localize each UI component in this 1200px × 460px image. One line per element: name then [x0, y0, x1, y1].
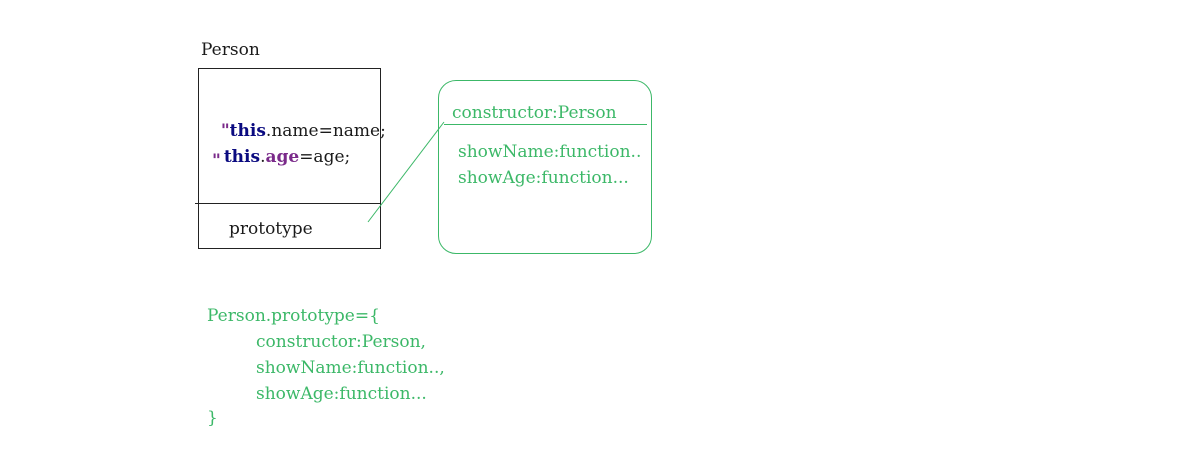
person-box-divider — [195, 203, 380, 204]
person-title: Person — [201, 40, 260, 60]
code-line-1: Person.prototype={ — [207, 306, 380, 326]
age-property: age — [265, 147, 300, 167]
prototype-box-divider — [444, 124, 647, 125]
show-age-entry: showAge:function... — [458, 168, 629, 188]
code-line-5: } — [207, 408, 218, 428]
code-line-4: showAge:function... — [256, 384, 427, 404]
code-line-2: constructor:Person, — [256, 332, 426, 352]
person-body-line-2: this.age=age; — [213, 127, 350, 167]
this-keyword: this — [223, 147, 261, 167]
code-line-3: showName:function.., — [256, 358, 445, 378]
constructor-entry: constructor:Person — [452, 103, 617, 123]
quote-open: " — [220, 121, 230, 141]
age-assignment: =age; — [299, 147, 351, 167]
this-keyword: this — [229, 121, 266, 141]
quote-close: " — [212, 151, 221, 171]
dot: . — [260, 147, 266, 167]
prototype-object-box — [438, 80, 652, 254]
person-body-line-1: "this.name=name; — [210, 101, 386, 141]
prototype-label: prototype — [229, 219, 313, 239]
person-constructor-box — [198, 68, 381, 249]
name-assignment: .name=name; — [265, 121, 386, 141]
show-name-entry: showName:function.. — [458, 142, 642, 162]
prototype-pointer — [367, 121, 445, 223]
